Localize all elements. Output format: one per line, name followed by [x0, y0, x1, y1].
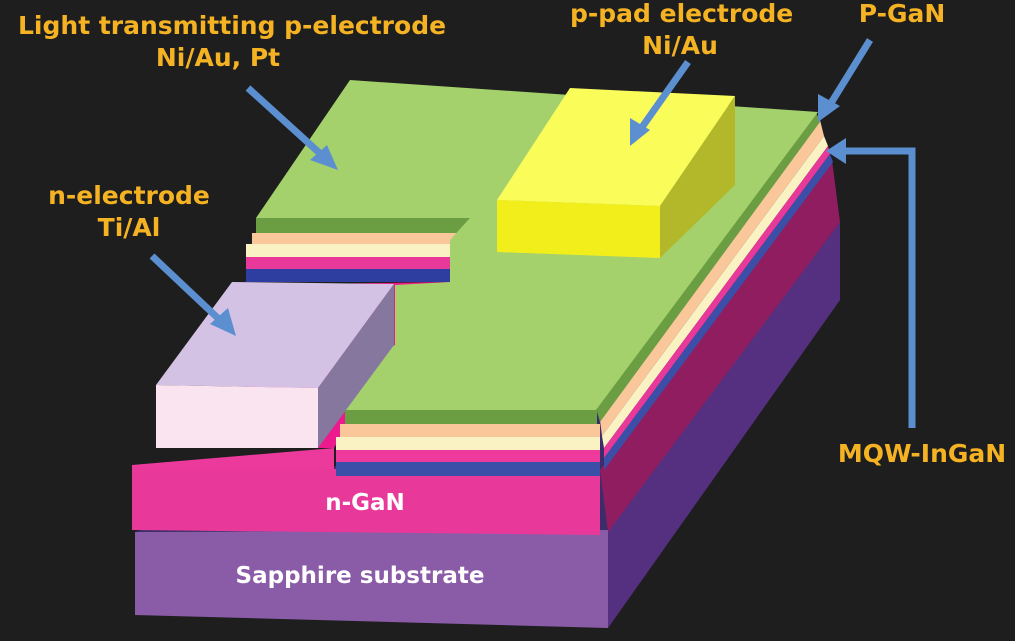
- label-sapphire-substrate: Sapphire substrate: [235, 563, 485, 589]
- label-p-pad-electrode-line2: Ni/Au: [642, 31, 718, 60]
- arrow-p-gan: [825, 38, 873, 110]
- label-p-gan-text: P-GaN: [858, 0, 946, 28]
- label-p-gan: P-GaN: [852, 0, 952, 30]
- callout-arrows: [149, 38, 916, 428]
- label-mqw-ingan-text: MQW-InGaN: [837, 439, 1007, 468]
- arrow-head-p-electrode: [310, 145, 338, 170]
- front-mesa-stack: [336, 112, 833, 476]
- label-p-pad-electrode: p-pad electrode Ni/Au: [570, 0, 794, 62]
- arrow-head-p-gan: [818, 94, 840, 122]
- arrow-head-n-electrode: [210, 308, 236, 336]
- label-n-electrode: n-electrode Ti/Al: [44, 180, 214, 244]
- label-mqw-ingan: MQW-InGaN: [836, 438, 1008, 470]
- label-transparent-p-electrode-line2: Ni/Au, Pt: [155, 43, 281, 72]
- label-n-electrode-line1: n-electrode: [48, 181, 210, 210]
- label-n-gan: n-GaN: [325, 490, 405, 516]
- label-n-electrode-line2: Ti/Al: [97, 213, 161, 242]
- p-pad-electrode-block: [497, 88, 735, 258]
- label-p-pad-electrode-line1: p-pad electrode: [570, 0, 794, 28]
- arrow-mqw-line: [840, 147, 916, 428]
- n-electrode-block: [156, 282, 394, 448]
- arrow-n-electrode: [149, 253, 225, 325]
- label-transparent-p-electrode: Light transmitting p-electrode Ni/Au, Pt: [18, 10, 447, 74]
- arrow-p-electrode: [245, 85, 328, 161]
- arrow-head-mqw: [826, 138, 846, 164]
- arrow-head-p-pad: [630, 118, 650, 146]
- label-transparent-p-electrode-line1: Light transmitting p-electrode: [18, 11, 447, 40]
- arrow-p-pad: [637, 59, 691, 133]
